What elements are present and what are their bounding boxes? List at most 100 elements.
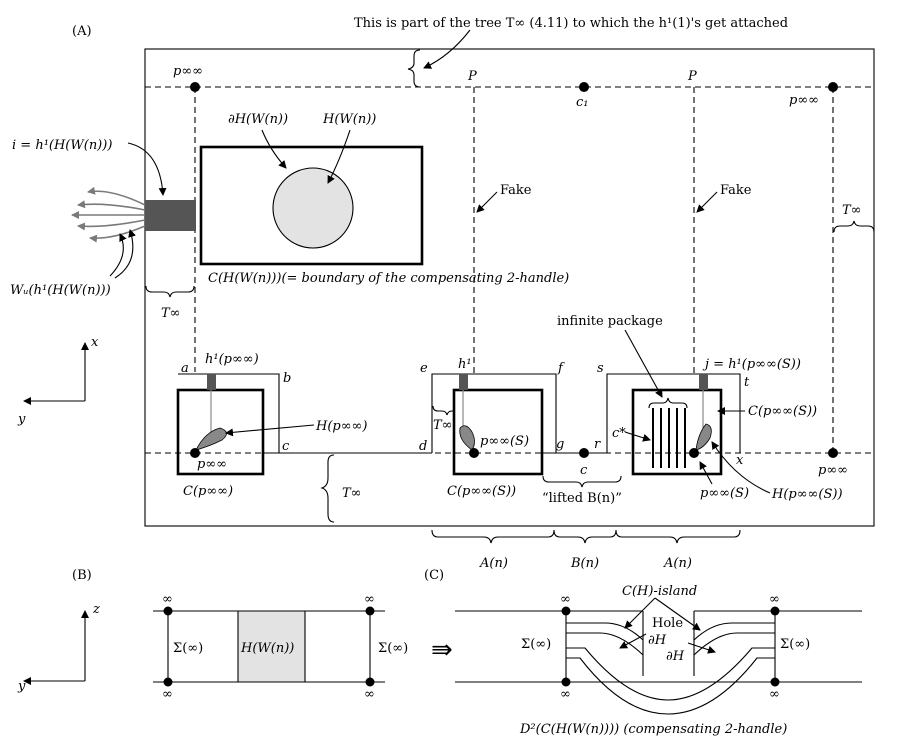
fan-arrow-2 xyxy=(77,200,146,211)
label-s: s xyxy=(597,361,604,376)
label-t: t xyxy=(744,375,750,390)
label-g: g xyxy=(556,437,564,452)
label-B-n: B(n) xyxy=(570,556,599,571)
fake-left-arrow xyxy=(476,191,498,213)
dH-arrow xyxy=(261,129,287,169)
h1-handle-bar xyxy=(145,200,196,231)
point-c1 xyxy=(579,82,589,92)
label-x: x xyxy=(736,453,744,468)
label-c: c xyxy=(282,439,290,454)
axis-x-label: x xyxy=(91,335,99,350)
panel-c-label: (C) xyxy=(424,568,444,583)
label-p-inf-top-right: p∞∞ xyxy=(789,93,819,108)
axis-y-label-b: y xyxy=(17,679,26,694)
outer-frame xyxy=(144,48,875,527)
c-caption: D²(C(H(W(n)))) (compensating 2-handle) xyxy=(519,722,787,737)
label-p-inf-S-mid: p∞∞(S) xyxy=(480,434,529,449)
label-boundary-compensating: C(H(W(n)))(= boundary of the compensatin… xyxy=(208,271,569,286)
brace-T-inf-bottom xyxy=(320,454,335,523)
mid-H-petal xyxy=(459,425,475,451)
c-sigma-right: Σ(∞) xyxy=(780,637,810,652)
label-p-inf-top-left: p∞∞ xyxy=(173,64,203,79)
Wu-arrow-2 xyxy=(114,229,136,279)
panel-b-label: (B) xyxy=(72,568,92,583)
fan-arrow-4 xyxy=(77,219,146,231)
fan-arrow-5 xyxy=(89,225,146,243)
axis-y-label: y xyxy=(17,412,26,427)
c-point-tl xyxy=(561,606,571,616)
label-j: j = h¹(p∞∞(S)) xyxy=(702,357,801,372)
b-inf-bl: ∞ xyxy=(162,687,173,702)
b-inf-tr: ∞ xyxy=(364,592,375,607)
c-sigma-left: Σ(∞) xyxy=(521,637,551,652)
b-sigma-left: Σ(∞) xyxy=(173,641,203,656)
point-p-inf-bottom-right xyxy=(828,448,838,458)
b-point-bl xyxy=(163,677,173,687)
label-Wu: Wᵤ(h¹(H(W(n))) xyxy=(10,283,111,298)
c-layer-left-2 xyxy=(566,632,644,656)
b-inf-tl: ∞ xyxy=(162,592,173,607)
b-point-tr xyxy=(365,606,375,616)
label-a: a xyxy=(181,361,189,376)
label-e: e xyxy=(420,361,428,376)
label-H-p-S: H(p∞∞(S)) xyxy=(771,487,843,502)
c-handle-inner xyxy=(566,647,775,701)
label-i-h1: i = h¹(H(W(n))) xyxy=(12,138,112,153)
axis-z-label: z xyxy=(92,602,100,617)
top-note: This is part of the tree T∞ (4.11) to wh… xyxy=(354,16,788,31)
H-p-arrow xyxy=(225,424,315,437)
H-p-S-arrow xyxy=(711,441,771,494)
package-brace xyxy=(648,397,688,409)
label-C-p: C(p∞∞) xyxy=(183,484,233,499)
brace-B-n xyxy=(553,529,617,544)
b-point-tl xyxy=(163,606,173,616)
label-p-inf-box: p∞∞ xyxy=(197,457,227,472)
c-inf-bl: ∞ xyxy=(560,687,571,702)
label-r: r xyxy=(594,437,601,452)
label-f: f xyxy=(557,361,565,376)
label-lifted-B-n: “lifted B(n)” xyxy=(542,491,622,506)
c-layer-right-2 xyxy=(693,632,775,656)
c-layer-right-1 xyxy=(693,622,775,641)
label-fake-right: Fake xyxy=(720,183,752,198)
point-p-inf-S-mid xyxy=(469,448,479,458)
label-p-inf-bottom-right: p∞∞ xyxy=(818,463,848,478)
dH-arrow-right xyxy=(687,642,716,654)
brace-T-inf-mid xyxy=(432,405,454,416)
transform-arrow: ⇛ xyxy=(431,635,453,665)
island-arrow-left xyxy=(624,597,656,629)
box-C-p xyxy=(176,388,265,476)
label-d: d xyxy=(419,439,427,454)
b-H-W-n: H(W(n)) xyxy=(240,641,294,656)
c-hole-label: Hole xyxy=(652,616,683,631)
label-T-inf-mid: T∞ xyxy=(433,418,453,433)
i-arrow xyxy=(127,142,167,196)
label-T-inf-left: T∞ xyxy=(161,306,181,321)
b-point-br xyxy=(365,677,375,687)
b-inf-br: ∞ xyxy=(364,687,375,702)
mid-handle-frame xyxy=(431,373,557,453)
top-note-arrow xyxy=(423,29,471,69)
brace-lifted xyxy=(542,475,622,488)
fake-right-arrow xyxy=(696,191,718,213)
label-P-right: P xyxy=(687,69,697,84)
c-dH-2: ∂H xyxy=(666,649,685,664)
Wu-arrow-1 xyxy=(109,233,127,277)
c-inf-tl: ∞ xyxy=(560,592,571,607)
c-point-tr xyxy=(770,606,780,616)
brace-T-inf-right xyxy=(833,220,875,233)
top-brace xyxy=(407,49,421,88)
label-b: b xyxy=(283,371,291,386)
c-dH-1: ∂H xyxy=(648,633,667,648)
c-layer-left-1 xyxy=(566,622,644,641)
label-A-n-left: A(n) xyxy=(479,556,508,571)
c-handle-outer xyxy=(566,657,775,715)
point-p-inf-S-right xyxy=(689,448,699,458)
label-c-star: c* xyxy=(612,426,626,441)
b-sigma-right: Σ(∞) xyxy=(378,641,408,656)
fan-arrow-1 xyxy=(87,186,146,206)
box-C-p-S-right xyxy=(631,388,723,476)
right-handle-frame xyxy=(606,373,741,453)
label-T-inf-right: T∞ xyxy=(842,203,862,218)
package-arrow xyxy=(624,329,663,398)
